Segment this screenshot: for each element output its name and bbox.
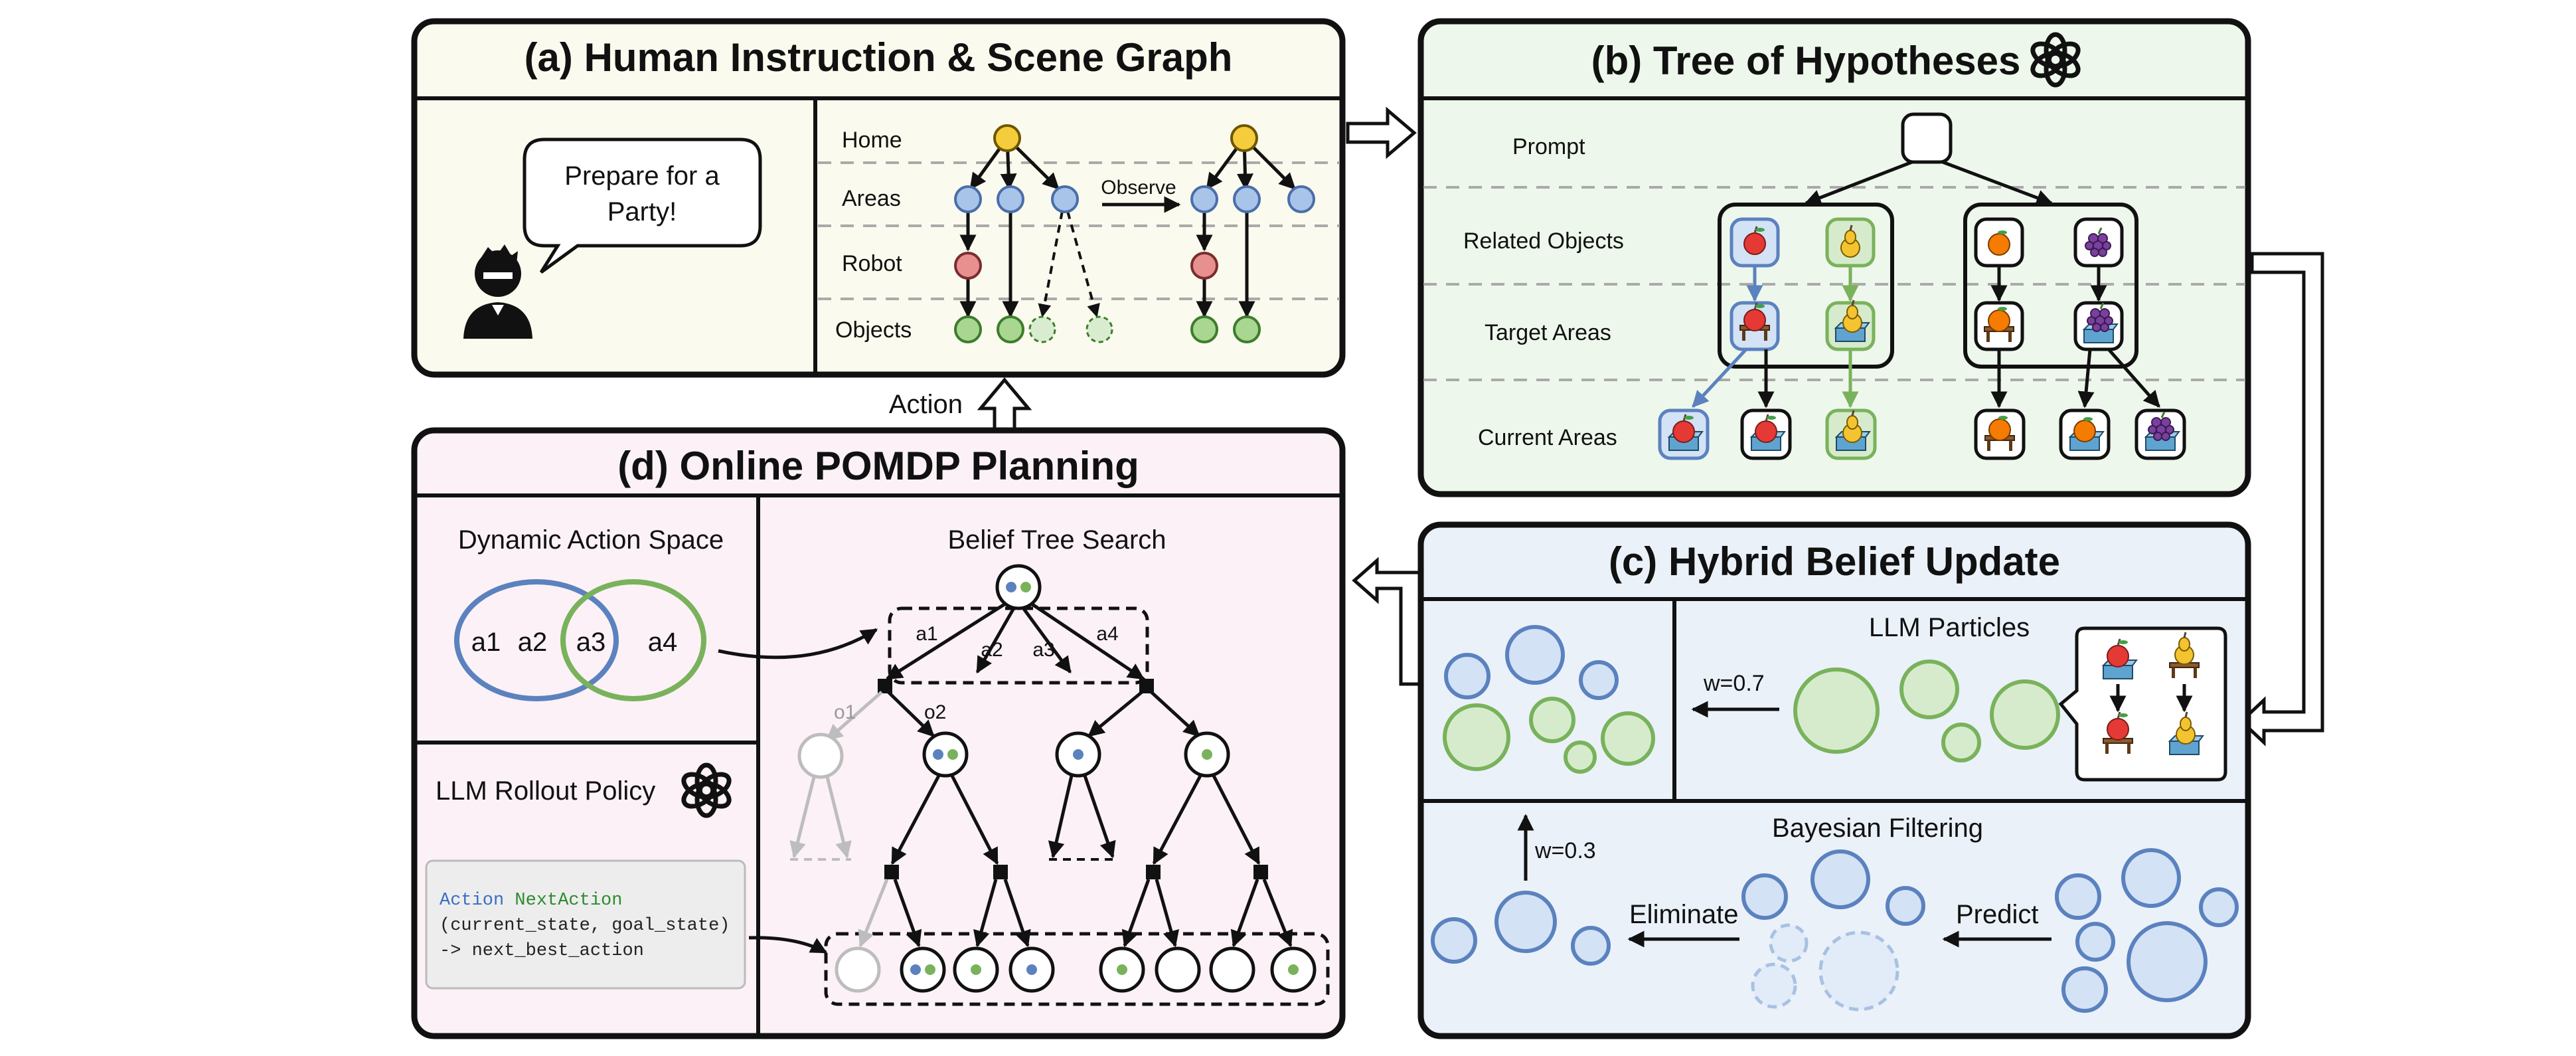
panel-d-title: (d) Online POMDP Planning <box>617 444 1139 488</box>
bayes-label: Bayesian Filtering <box>1772 814 1983 843</box>
tree-a2: a2 <box>981 639 1003 661</box>
panel-a-frame <box>411 18 1346 378</box>
panel-c-title: (c) Hybrid Belief Update <box>1609 539 2060 584</box>
tree-a1: a1 <box>916 623 937 645</box>
panel-b-title: (b) Tree of Hypotheses <box>1591 39 2021 83</box>
tree-o1: o1 <box>834 701 856 723</box>
row-prompt: Prompt <box>1512 134 1585 159</box>
w-bayes-label: w=0.3 <box>1534 838 1596 863</box>
code-line-3: -> next_best_action <box>440 941 644 961</box>
code-line-1: Action NextAction <box>440 891 622 911</box>
arrow-c-to-d <box>1352 557 1423 686</box>
hypothesis-group-2 <box>1963 203 2138 369</box>
bts-title: Belief Tree Search <box>947 525 1166 555</box>
level-robot: Robot <box>842 251 902 276</box>
panel-d-online-pomdp-planning: (d) Online POMDP Planning Dynamic Action… <box>411 427 1346 1039</box>
panel-a-scene-graph: (a) Human Instruction & Scene Graph Prep… <box>411 18 1346 378</box>
action-a4: a4 <box>648 628 678 657</box>
eliminate-label: Eliminate <box>1629 900 1739 929</box>
w-llm-label: w=0.7 <box>1703 671 1765 696</box>
action-set-blue <box>454 579 619 701</box>
code-block <box>425 859 746 990</box>
panel-a-title: (a) Human Instruction & Scene Graph <box>524 35 1233 80</box>
row-target-areas: Target Areas <box>1485 320 1611 345</box>
action-a2: a2 <box>518 628 548 657</box>
scene-graph-before <box>954 124 1113 343</box>
llm-particles-label: LLM Particles <box>1869 613 2030 642</box>
panel-c-hybrid-belief-update: (c) Hybrid Belief Update LLM Particles w… <box>1417 521 2251 1039</box>
level-home: Home <box>842 128 902 153</box>
action-a3: a3 <box>576 628 606 657</box>
leaf-bracket <box>824 932 1330 1006</box>
rollout-title: LLM Rollout Policy <box>436 776 655 806</box>
row-related-objects: Related Objects <box>1463 228 1624 254</box>
tree-a4: a4 <box>1096 623 1118 645</box>
action-bracket <box>888 606 1149 685</box>
action-set-green <box>560 579 706 701</box>
person-icon <box>463 244 532 339</box>
tree-a3: a3 <box>1032 639 1054 661</box>
predict-label: Predict <box>1956 900 2039 929</box>
das-title: Dynamic Action Space <box>458 525 724 555</box>
observe-label: Observe <box>1101 177 1176 199</box>
arrow-a-to-b <box>1346 106 1417 159</box>
speech-line-2: Party! <box>607 197 677 226</box>
arrow-b-to-c <box>2239 252 2324 747</box>
tree-o2: o2 <box>924 701 946 723</box>
action-arrow: Action <box>889 377 1032 434</box>
action-a1: a1 <box>471 628 501 657</box>
scene-graph-after <box>1190 124 1315 343</box>
panel-c-frame <box>1417 521 2251 1039</box>
speech-bubble: Prepare for a Party! <box>523 137 762 274</box>
speech-line-1: Prepare for a <box>564 161 720 191</box>
llm-particle-callout <box>2058 626 2227 782</box>
row-current-areas: Current Areas <box>1478 425 1617 450</box>
code-line-2: (current_state, goal_state) <box>440 916 730 936</box>
level-areas: Areas <box>842 186 901 211</box>
tree-root <box>995 564 1042 610</box>
level-objects: Objects <box>835 317 912 343</box>
panel-b-tree-of-hypotheses: (b) Tree of Hypotheses Prompt Related Ob… <box>1417 18 2251 497</box>
action-label: Action <box>889 390 963 419</box>
hypothesis-group-1 <box>1718 203 1894 369</box>
prompt-node <box>1901 112 1953 164</box>
